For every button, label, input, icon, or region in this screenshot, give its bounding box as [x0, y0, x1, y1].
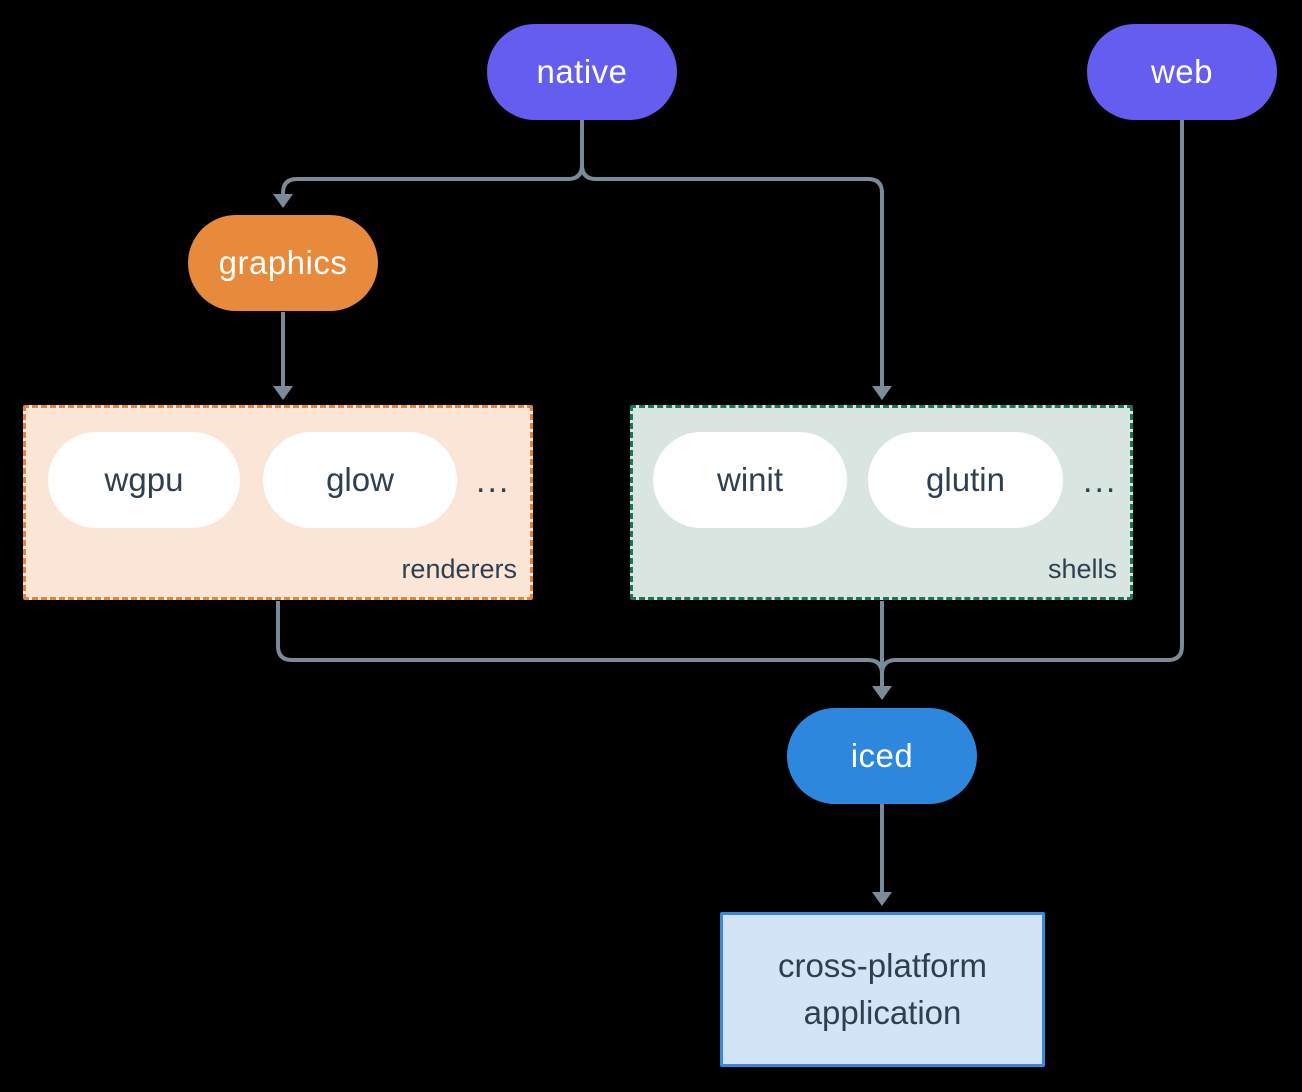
- arrowhead-iced: [872, 686, 892, 700]
- node-glow-label: glow: [326, 461, 394, 498]
- arrowhead-graphics: [273, 194, 293, 208]
- group-shells: winit glutin ... shells: [630, 405, 1133, 600]
- node-glutin: glutin: [868, 432, 1063, 528]
- shells-group-label: shells: [1047, 554, 1117, 584]
- node-wgpu-label: wgpu: [104, 461, 184, 498]
- edge-web-iced: [880, 118, 1184, 688]
- node-glow: glow: [263, 432, 457, 528]
- renderers-group-label: renderers: [401, 554, 517, 584]
- arrowhead-shells: [872, 386, 892, 400]
- node-glutin-label: glutin: [926, 461, 1005, 498]
- node-winit-label: winit: [716, 461, 784, 498]
- node-wgpu: wgpu: [48, 432, 240, 528]
- group-renderers: wgpu glow ... renderers: [23, 405, 533, 600]
- node-graphics-label: graphics: [218, 244, 348, 281]
- edge-native-graphics: [281, 118, 584, 196]
- node-web: web: [1087, 24, 1277, 120]
- node-cross-platform-application: cross-platform application: [720, 912, 1045, 1067]
- arrowhead-app: [872, 892, 892, 906]
- edge-native-shells: [580, 118, 884, 388]
- node-web-label: web: [1150, 53, 1214, 90]
- renderers-ellipsis: ...: [476, 462, 511, 500]
- node-graphics: graphics: [188, 215, 378, 311]
- node-native-label: native: [536, 53, 628, 90]
- node-native: native: [487, 24, 677, 120]
- edge-renderers-iced: [276, 601, 884, 688]
- node-iced-label: iced: [850, 737, 914, 774]
- shells-ellipsis: ...: [1083, 462, 1118, 500]
- node-winit: winit: [653, 432, 847, 528]
- node-app-label: cross-platform application: [777, 946, 988, 1031]
- arrowhead-renderers: [273, 386, 293, 400]
- node-iced: iced: [787, 708, 977, 804]
